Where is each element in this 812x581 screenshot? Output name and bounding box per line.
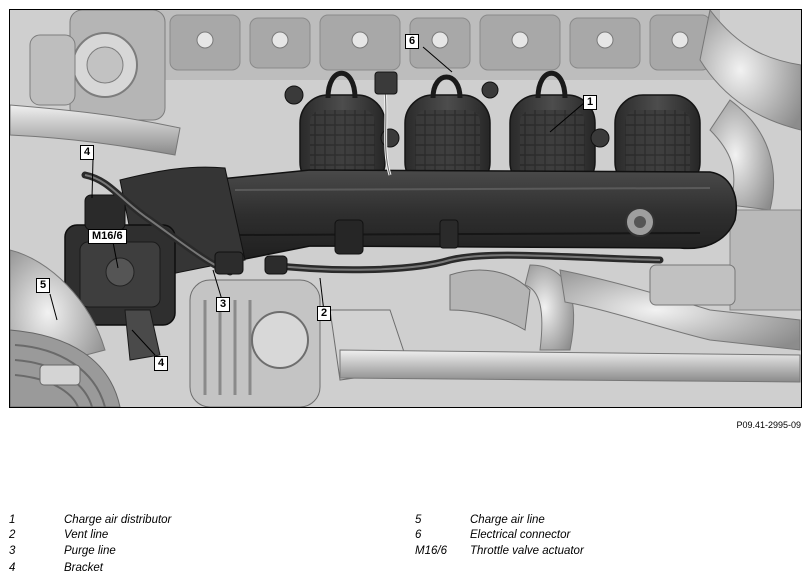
legend-key: 1 [9, 514, 16, 526]
legend-text: Charge air line [470, 514, 545, 526]
legend-text: Charge air distributor [64, 514, 172, 526]
legend-key: 3 [9, 545, 16, 557]
legend-key: 2 [9, 529, 16, 541]
leader-lines [49, 46, 585, 356]
legend-text: Purge line [64, 545, 116, 557]
callout-5: 5 [36, 278, 51, 293]
legend-text: Bracket [64, 562, 103, 574]
legend-text: Vent line [64, 529, 109, 541]
engine-drawing [10, 10, 801, 407]
callout-6: 6 [405, 34, 420, 49]
legend-key: M16/6 [415, 545, 447, 557]
legend-key: 4 [9, 562, 16, 574]
callout-2: 2 [317, 306, 332, 321]
callout-4-upper: 4 [80, 145, 95, 160]
legend-key: 6 [415, 529, 422, 541]
callout-4-lower: 4 [154, 356, 169, 371]
legend-text: Throttle valve actuator [470, 545, 584, 557]
callout-1: 1 [583, 95, 598, 110]
legend-key: 5 [415, 514, 422, 526]
figure-reference: P09.41-2995-09 [736, 420, 801, 430]
engine-illustration: 1 2 3 4 4 5 6 M16/6 [9, 9, 802, 408]
legend-text: Electrical connector [470, 529, 571, 541]
callout-m16-6: M16/6 [88, 229, 127, 244]
callout-3: 3 [216, 297, 231, 312]
